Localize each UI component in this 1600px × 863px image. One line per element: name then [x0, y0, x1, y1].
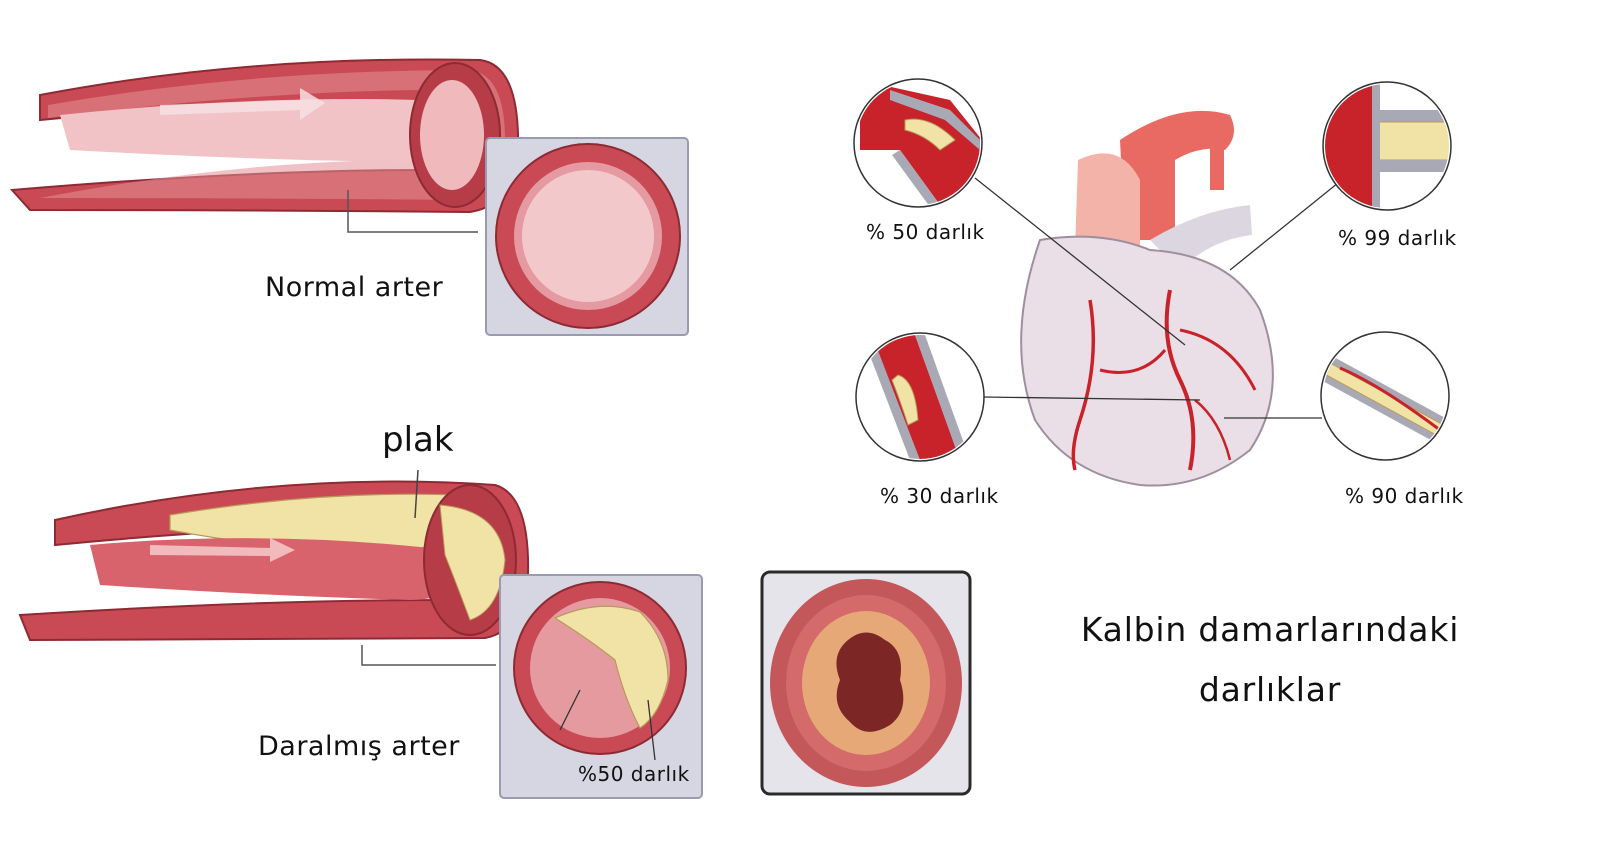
- vessel-detail-99: [1322, 81, 1452, 211]
- vessel-detail-50: [853, 78, 983, 208]
- plaque-pointer: [414, 469, 419, 519]
- narrowed-artery-label: Daralmış arter: [258, 731, 460, 762]
- artery-photo: [760, 570, 972, 796]
- normal-artery-tube: [9, 58, 520, 214]
- normal-artery-pointer: [347, 190, 478, 233]
- plaque-label: plak: [382, 420, 454, 460]
- narrowed-50-label: %50 darlık: [578, 762, 690, 786]
- narrowed-artery-cross-section: [499, 574, 703, 799]
- vessel-detail-90: [1320, 331, 1450, 461]
- figure-title-line-2: darlıklar: [1198, 670, 1342, 709]
- heart-30-label: % 30 darlık: [880, 484, 999, 508]
- heart-callout-lines: [974, 177, 1339, 419]
- heart-90-label: % 90 darlık: [1345, 484, 1464, 508]
- figure-title-line-1: Kalbin damarlarındaki: [1080, 610, 1460, 649]
- figure-title: Kalbin damarlarındaki darlıklar: [1050, 600, 1490, 720]
- narrowed-artery-tube: [18, 480, 530, 642]
- narrowed-artery-pointer: [361, 645, 496, 666]
- normal-artery-label: Normal arter: [265, 272, 444, 303]
- vessel-detail-30: [855, 332, 985, 462]
- heart-99-label: % 99 darlık: [1338, 226, 1457, 250]
- heart-50-label: % 50 darlık: [866, 220, 985, 244]
- heart-illustration: [1020, 110, 1274, 487]
- normal-artery-cross-section: [485, 137, 689, 336]
